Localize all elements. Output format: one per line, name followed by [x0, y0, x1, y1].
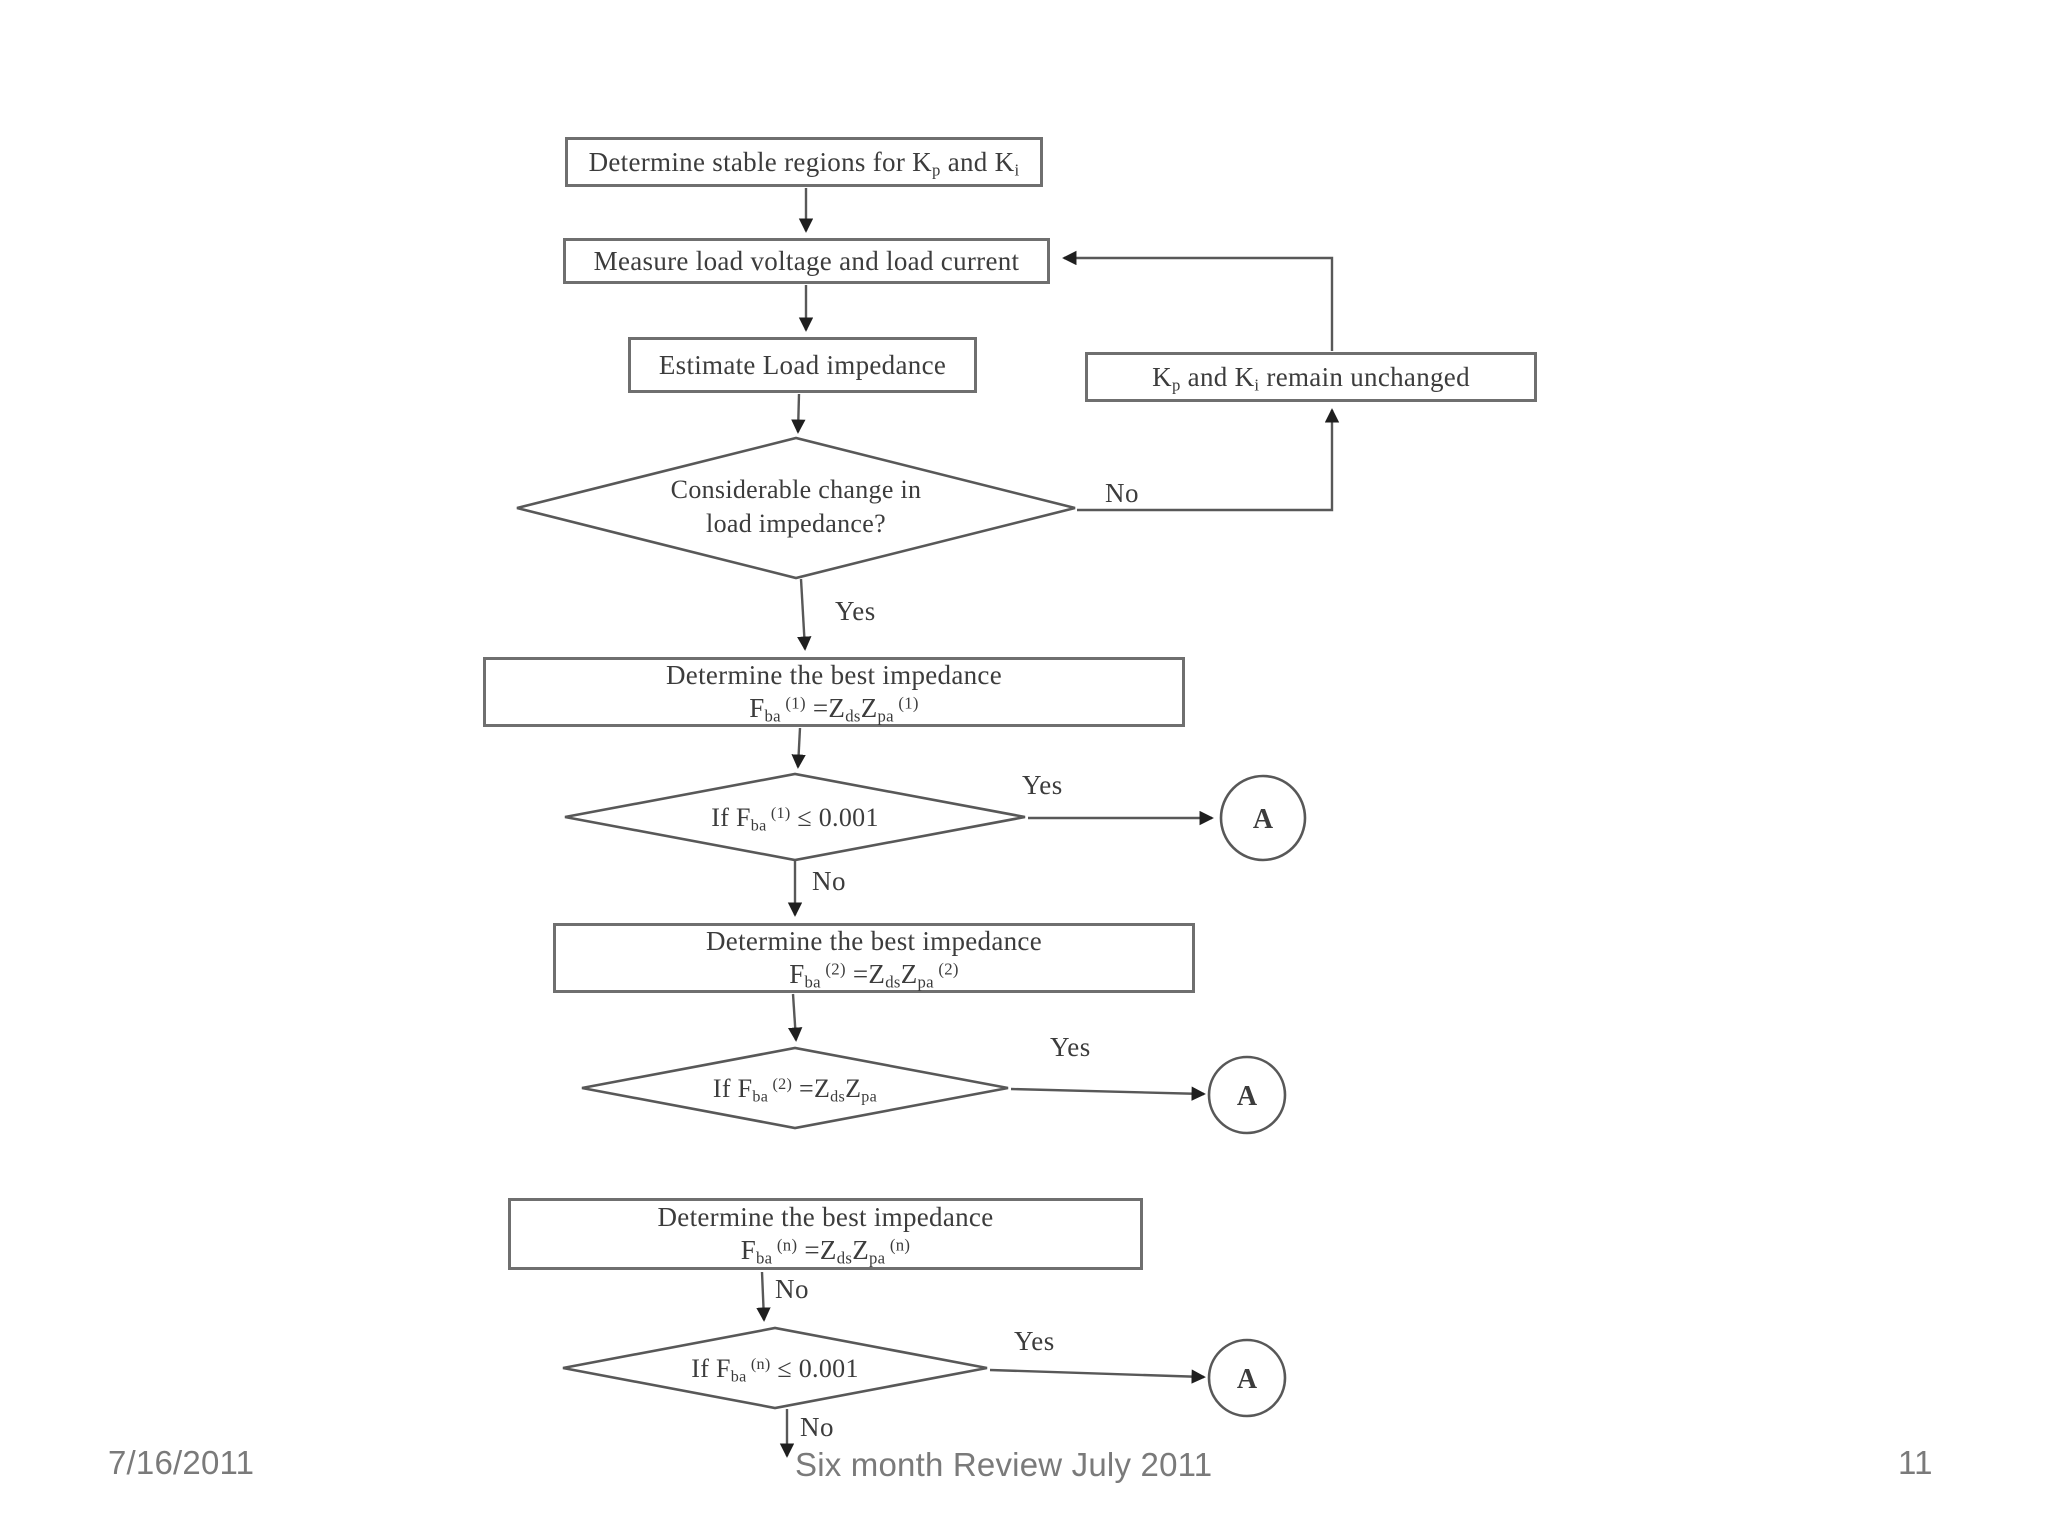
label-yes-1: Yes [835, 596, 876, 626]
arrow-check2-yes-to-a [1010, 1086, 1206, 1101]
label-no-4: No [800, 1412, 834, 1442]
process-determine-stable-regions: Determine stable regions for Kp and Ki [565, 137, 1043, 187]
arrow-best1-to-check1 [791, 727, 806, 769]
footer-page-number: 11 [1898, 1444, 1933, 1481]
arrow-best2-to-check2 [788, 993, 803, 1042]
decision-check-1 [564, 772, 1026, 862]
label-yes-2: Yes [1022, 770, 1063, 800]
decision-check-n [562, 1326, 988, 1410]
arrow-estimate-to-decision [791, 393, 806, 434]
label-no-2: No [812, 866, 846, 896]
footer-title: Six month Review July 2011 [795, 1446, 1213, 1483]
connector-a-label-2: A [1237, 1081, 1258, 1112]
decision-check-2-text: If Fba (2) =ZdsZpa [712, 1074, 878, 1106]
connector-a-label-1: A [1253, 804, 1274, 835]
process-kp-ki-unchanged: Kp and Ki remain unchanged [1085, 352, 1537, 402]
label-no-1: No [1105, 478, 1139, 508]
arrow-unchanged-to-measure [1062, 250, 1334, 351]
arrow-bestn-to-checkn [756, 1271, 771, 1322]
process-measure-load: Measure load voltage and load current [563, 238, 1050, 284]
footer-date: 7/16/2011 [108, 1444, 255, 1481]
decision-check-1-text: If Fba (1) ≤ 0.001 [711, 803, 879, 835]
connector-circle-a-2 [1207, 1055, 1287, 1135]
decision-check-n-text: If Fba (n) ≤ 0.001 [691, 1354, 859, 1386]
process-estimate-load-impedance: Estimate Load impedance [628, 337, 977, 393]
arrow-yes-to-best1 [797, 578, 812, 651]
label-yes-3: Yes [1050, 1032, 1091, 1062]
decision-check-2 [581, 1046, 1009, 1130]
label-no-3: No [775, 1274, 809, 1304]
connector-a-label-3: A [1237, 1364, 1258, 1395]
arrow-checkn-yes-to-a [989, 1368, 1206, 1384]
connector-circle-a-3 [1207, 1338, 1287, 1418]
arrow-no-to-unchanged [1077, 408, 1340, 512]
decision-considerable-change [516, 436, 1076, 580]
label-yes-4: Yes [1014, 1326, 1055, 1356]
connector-circle-a-1 [1219, 774, 1307, 862]
